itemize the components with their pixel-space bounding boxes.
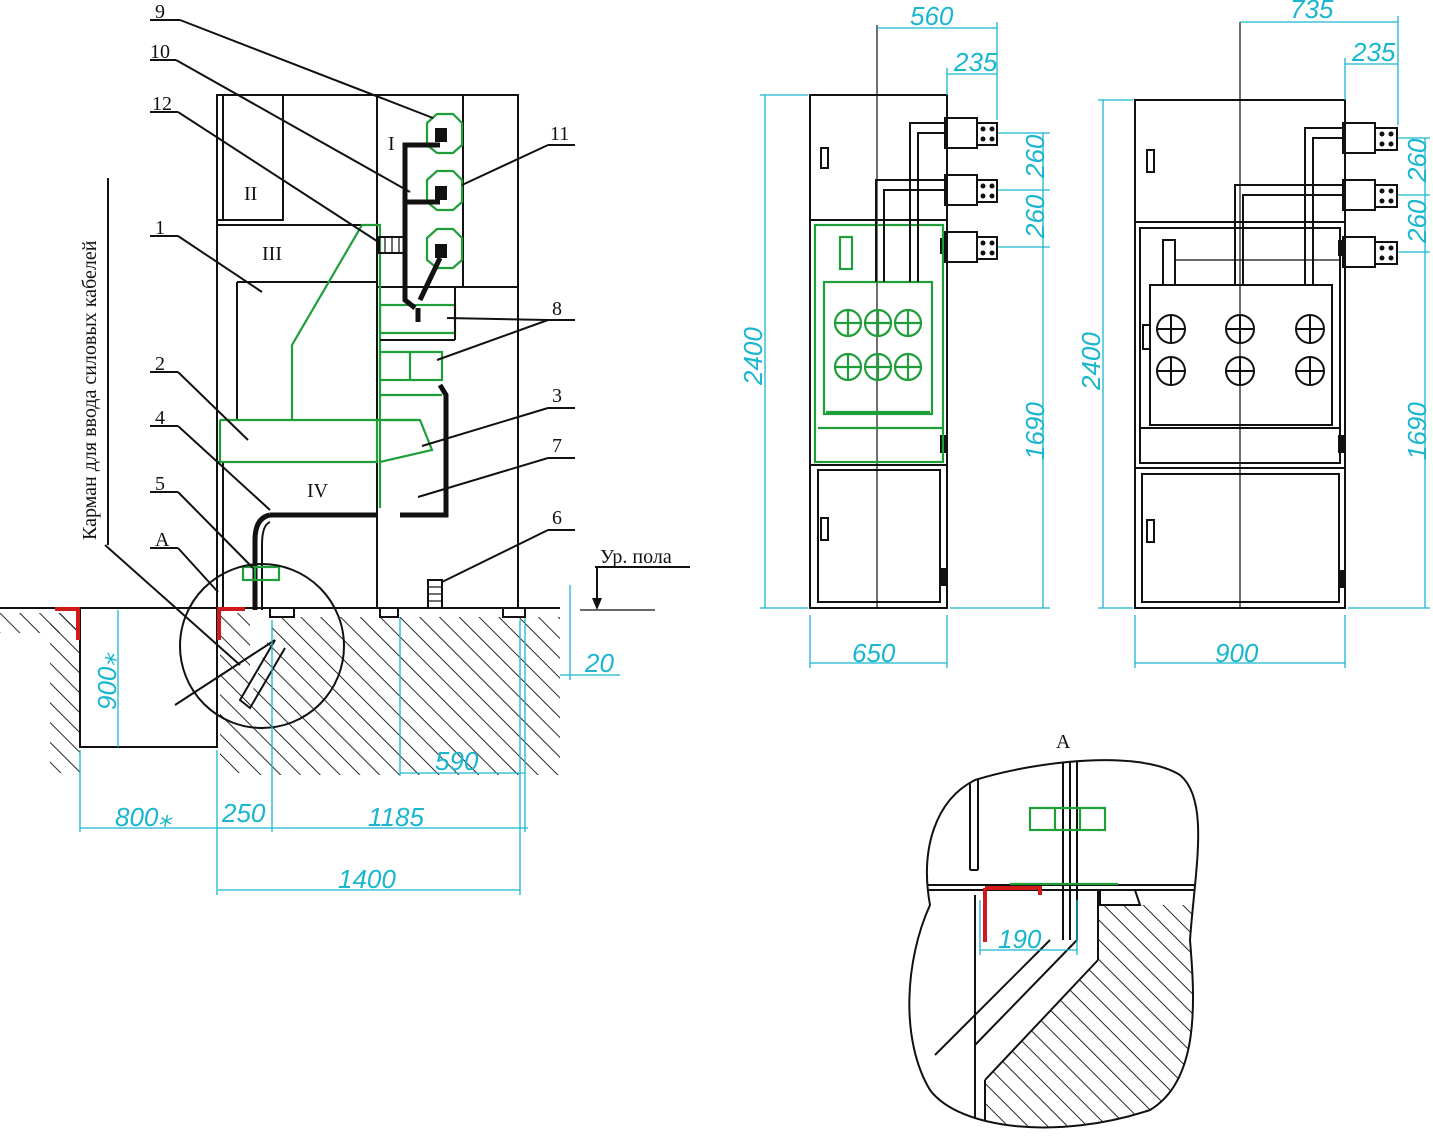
compartment-iv-label: IV: [307, 480, 329, 502]
callout-12: 12: [152, 93, 172, 115]
f900-height: 2400: [1076, 332, 1106, 391]
cabinet-left-body: [216, 94, 378, 609]
detail-a-callout: A: [155, 529, 170, 551]
callout-4: 4: [155, 407, 165, 429]
f650-bus-height: 1690: [1020, 402, 1050, 460]
f900-top-offset: 735: [1290, 0, 1334, 24]
f650-bus-step-1: 260: [1020, 134, 1050, 179]
detail-a-dim: 190: [998, 924, 1042, 954]
floor-level-label: Ур. пола: [600, 546, 672, 568]
f900-bus-step-2: 260: [1402, 199, 1432, 244]
dim-1400: 1400: [338, 864, 396, 894]
front-view-900: [1098, 16, 1430, 668]
dim-900-pit: 900⁎: [92, 652, 122, 710]
fuse-circles-650: [833, 308, 923, 382]
compartment-i-label: I: [388, 133, 395, 155]
compartment-ii-label: II: [244, 183, 257, 205]
compartment-iii-label: III: [262, 243, 282, 265]
f650-height: 2400: [738, 327, 768, 386]
f650-width: 650: [852, 638, 896, 668]
f650-bus-step-2: 260: [1020, 194, 1050, 239]
dim-1185: 1185: [368, 802, 424, 832]
detail-a-title: A: [1056, 731, 1071, 753]
detail-a-view: [908, 759, 1200, 1129]
callout-3: 3: [552, 385, 562, 407]
callout-5: 5: [155, 473, 165, 495]
compartment-ii-box: [216, 94, 284, 221]
dim-800: 800⁎: [115, 802, 173, 832]
dim-250: 250: [221, 798, 266, 828]
dim-20: 20: [584, 648, 614, 678]
f900-bus-height: 1690: [1402, 402, 1432, 460]
f650-bus-offset: 235: [953, 47, 998, 77]
f900-bus-offset: 235: [1351, 37, 1396, 67]
callout-11: 11: [550, 123, 569, 145]
callout-10: 10: [150, 41, 170, 63]
callout-6: 6: [552, 507, 562, 529]
callout-8: 8: [552, 298, 562, 320]
callout-9: 9: [155, 1, 165, 23]
callout-1: 1: [155, 217, 165, 239]
dim-590: 590: [435, 746, 479, 776]
fuse-circles-900: [1156, 314, 1325, 386]
insulator-group: [425, 112, 464, 270]
callout-7: 7: [552, 435, 562, 457]
detail-a-circle: [179, 563, 345, 729]
f900-width: 900: [1215, 638, 1259, 668]
f900-bus-step-1: 260: [1402, 138, 1432, 183]
cable-pocket-label: Карман для ввода силовых кабелей: [79, 240, 101, 540]
section-view: [0, 19, 690, 895]
front-view-650: [760, 22, 1050, 668]
callout-2: 2: [155, 353, 165, 375]
f650-top-offset: 560: [910, 1, 954, 31]
